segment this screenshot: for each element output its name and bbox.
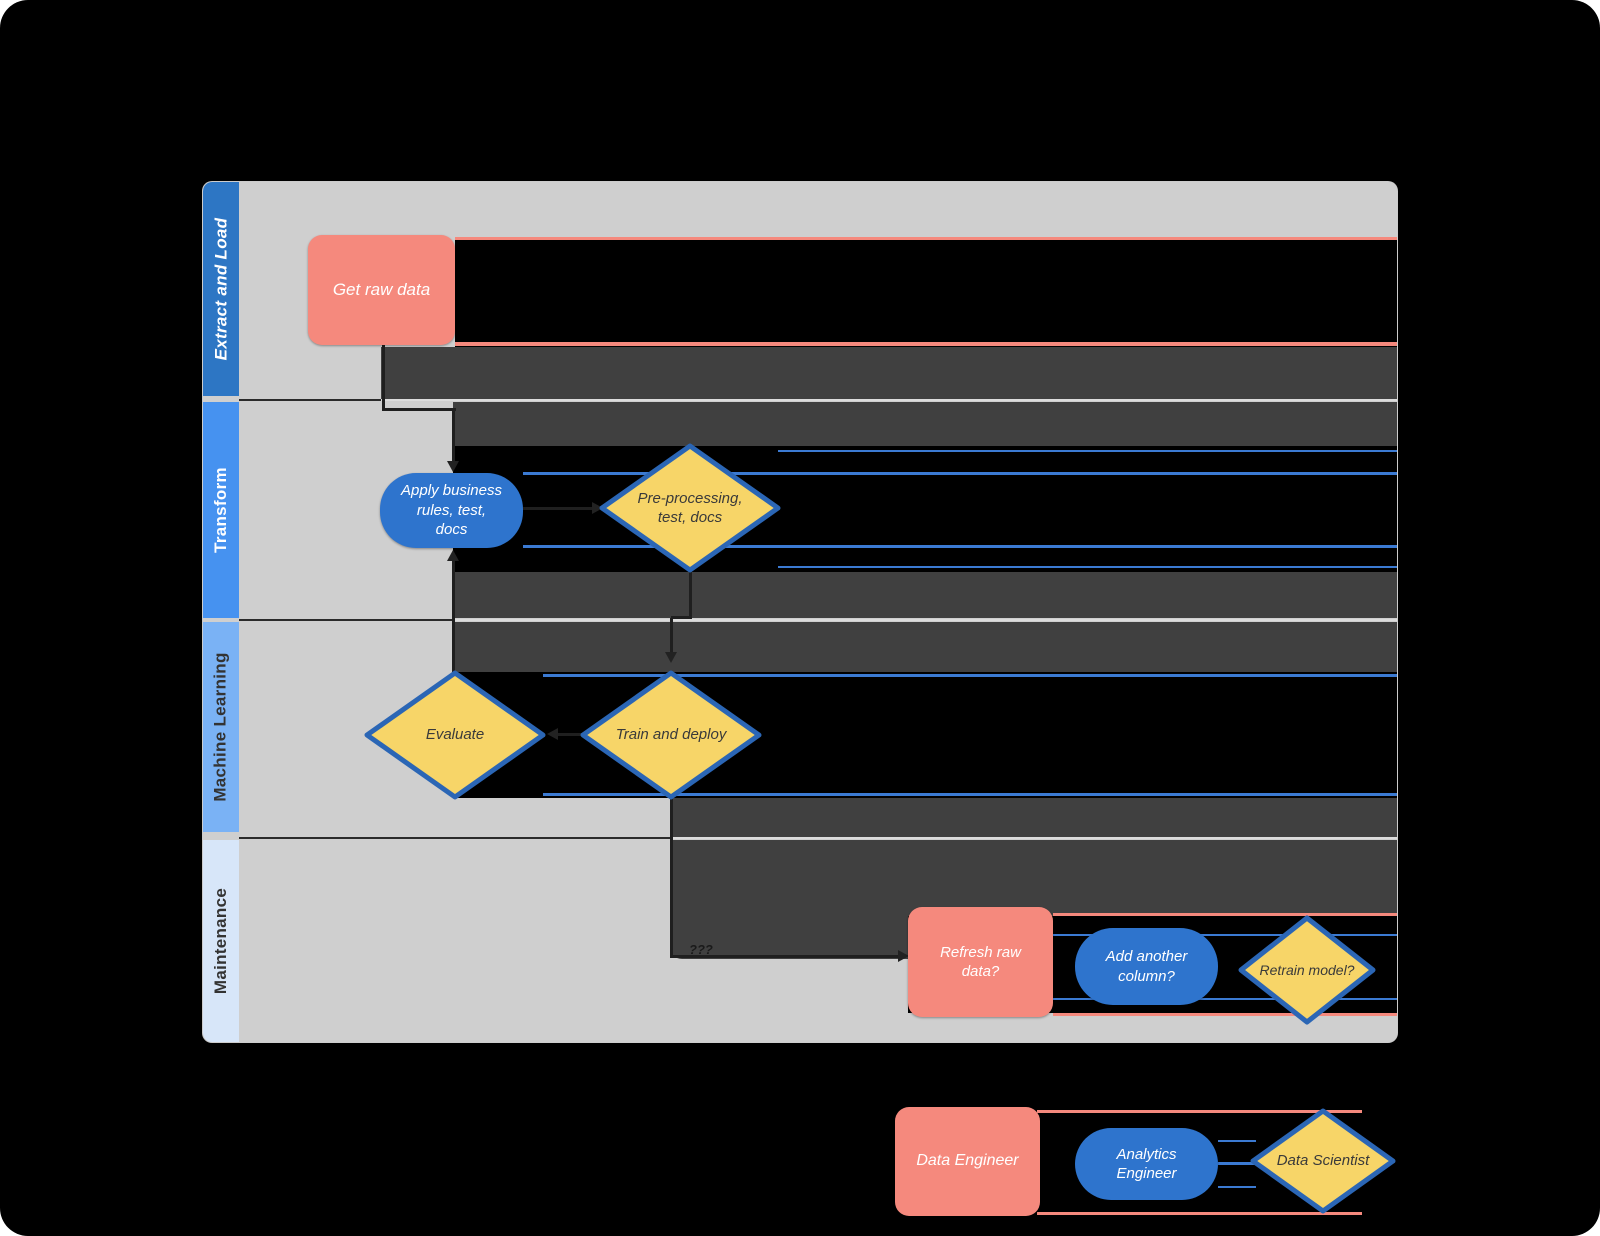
connector-line	[670, 797, 673, 957]
arrowhead-right	[898, 950, 909, 962]
node-label: Evaluate	[425, 726, 485, 744]
connector-line	[689, 570, 692, 618]
smear-line-blue	[1053, 934, 1397, 936]
node-refresh-raw-data[interactable]: Refresh raw data?	[908, 907, 1053, 1017]
legend-data-engineer[interactable]: Data Engineer	[895, 1107, 1040, 1216]
diamond-shape	[580, 670, 762, 800]
lane-divider	[381, 399, 1397, 401]
node-retrain-model[interactable]: Retrain model?	[1235, 912, 1379, 1028]
lane-divider	[671, 837, 1397, 839]
lane-header-extract-and-load[interactable]: Extract and Load	[203, 182, 239, 396]
connector-line	[382, 345, 385, 409]
node-add-another-column[interactable]: Add another column?	[1075, 928, 1218, 1005]
smear-line-salmon	[1053, 913, 1397, 916]
overlay-lane3-dark-bottom	[671, 798, 1397, 838]
smear-line-salmon	[455, 342, 1397, 346]
smear-line-blue	[543, 674, 1397, 677]
smear-line-blue	[1218, 1162, 1256, 1165]
smear-line-blue	[523, 545, 1397, 548]
node-preprocessing[interactable]: Pre-processing, test, docs	[596, 440, 784, 576]
lane-header-machine-learning[interactable]: Machine Learning	[203, 622, 239, 832]
lane-label: Machine Learning	[211, 652, 231, 802]
overlay-lane3-dark-top	[453, 622, 1397, 672]
arrowhead-down	[447, 461, 459, 472]
smear-line-salmon	[1053, 1013, 1397, 1016]
connector-line	[670, 618, 673, 654]
node-train-and-deploy[interactable]: Train and deploy	[577, 667, 765, 803]
lane-header-transform[interactable]: Transform	[203, 402, 239, 618]
node-evaluate[interactable]: Evaluate	[361, 667, 549, 803]
connector-line	[452, 561, 455, 672]
connector-line	[670, 955, 901, 958]
diamond-shape	[599, 443, 781, 573]
smear-line-salmon	[1037, 1110, 1362, 1113]
lane-divider	[239, 619, 453, 621]
connector-line	[452, 410, 455, 462]
smear-line-blue	[778, 450, 1397, 452]
smear-line-blue	[543, 793, 1397, 796]
lane-divider	[239, 399, 381, 401]
arrowhead-up	[447, 550, 459, 561]
arrowhead-left	[547, 728, 558, 740]
smear-line-blue	[523, 472, 1397, 475]
diamond-shape	[1250, 1108, 1396, 1214]
diamond-shape	[1238, 915, 1376, 1025]
smear-line-blue	[1053, 998, 1397, 1000]
connector-line	[382, 408, 456, 411]
node-label: Train and deploy	[615, 726, 727, 744]
legend-analytics-engineer[interactable]: Analytics Engineer	[1075, 1128, 1218, 1200]
node-apply-business-rules[interactable]: Apply business rules, test, docs	[380, 473, 523, 548]
arrowhead-down	[665, 652, 677, 663]
lane-header-maintenance[interactable]: Maintenance	[203, 840, 239, 1042]
diamond-shape	[364, 670, 546, 800]
smear-line-blue	[778, 566, 1397, 568]
lane-divider	[239, 837, 671, 839]
smear-line-salmon	[455, 237, 1397, 240]
smear-line-blue	[1218, 1186, 1256, 1188]
flowchart-canvas: Extract and Load Transform Machine Learn…	[203, 182, 1397, 1042]
overlay-lane1-black	[455, 240, 1397, 347]
lane-label: Extract and Load	[211, 217, 230, 361]
legend-data-scientist[interactable]: Data Scientist	[1247, 1105, 1399, 1217]
connector-line	[558, 733, 585, 736]
lane-divider	[453, 619, 1397, 621]
node-label: Retrain model?	[1259, 961, 1355, 978]
node-label: Pre-processing, test, docs	[637, 489, 743, 527]
smear-line-salmon	[1037, 1212, 1362, 1215]
lane-label: Maintenance	[211, 887, 230, 995]
connector-label: ???	[689, 942, 713, 957]
connector-line	[671, 616, 692, 619]
node-get-raw-data[interactable]: Get raw data	[308, 235, 455, 345]
lane-label: Transform	[211, 467, 230, 553]
overlay-lane1-dark	[381, 347, 1397, 400]
arrowhead-right	[592, 502, 603, 514]
legend-label: Data Scientist	[1276, 1152, 1370, 1170]
connector-line	[523, 507, 595, 510]
smear-line-blue	[1218, 1140, 1256, 1142]
